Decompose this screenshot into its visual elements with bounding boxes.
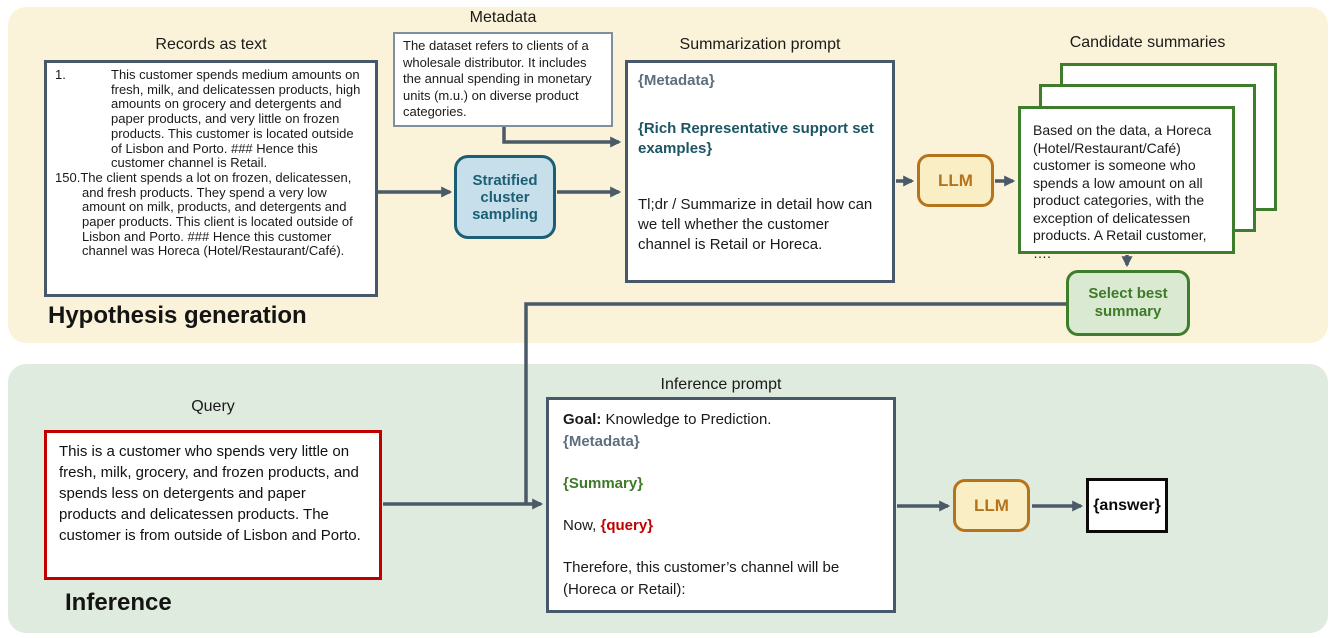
select-best-label: Select best summary — [1088, 285, 1168, 320]
summarization-instruction: Tl;dr / Summarize in detail how can we t… — [638, 196, 873, 253]
arrow-metadata-to-summarization — [502, 126, 622, 148]
record-text: The client spends a lot on frozen, delic… — [80, 169, 353, 259]
metadata-box: The dataset refers to clients of a whole… — [393, 32, 613, 127]
llm-box-hypothesis: LLM — [917, 154, 994, 207]
candidate-summary-text: Based on the data, a Horeca (Hotel/Resta… — [1033, 122, 1212, 261]
llm-box-inference: LLM — [953, 479, 1030, 532]
llm-label: LLM — [938, 170, 973, 190]
records-box: 1. This customer spends medium amounts on… — [44, 60, 378, 297]
hypothesis-section-title: Hypothesis generation — [48, 302, 307, 329]
summarization-prompt-box: {Metadata} {Rich Representative support … — [625, 60, 895, 283]
line-select-to-inference — [524, 302, 1066, 504]
record-number: 150. — [55, 169, 81, 185]
metadata-placeholder: {Metadata} — [638, 72, 715, 89]
goal-text: Knowledge to Prediction. — [601, 411, 772, 428]
support-set-placeholder: {Rich Representative support set example… — [638, 120, 874, 157]
now-line: Now, {query} — [563, 515, 879, 537]
query-title: Query — [191, 398, 235, 415]
stratified-cluster-sampling-box: Stratified cluster sampling — [454, 155, 556, 239]
select-best-summary-box: Select best summary — [1066, 270, 1190, 336]
metadata-title: Metadata — [469, 9, 537, 26]
query-text: This is a customer who spends very littl… — [59, 443, 361, 544]
goal-label: Goal: — [563, 411, 602, 428]
conclusion-text: Therefore, this customer’s channel will … — [563, 559, 840, 598]
record-number: 1. — [55, 67, 66, 82]
inference-section-title: Inference — [65, 589, 172, 616]
answer-label: {answer} — [1093, 496, 1161, 514]
candidate-summaries-title: Candidate summaries — [1069, 34, 1226, 51]
candidate-summary-card-front: Based on the data, a Horeca (Hotel/Resta… — [1018, 106, 1235, 261]
goal-line: Goal: Knowledge to Prediction. — [563, 409, 879, 431]
metadata-placeholder: {Metadata} — [563, 433, 640, 450]
llm-label: LLM — [974, 495, 1009, 515]
record-text: This customer spends medium amounts on f… — [111, 67, 361, 171]
summary-placeholder: {Summary} — [563, 475, 644, 492]
query-box: This is a customer who spends very littl… — [44, 430, 382, 580]
metadata-text: The dataset refers to clients of a whole… — [403, 38, 592, 119]
answer-box: {answer} — [1086, 478, 1168, 533]
summarization-prompt-title: Summarization prompt — [679, 36, 841, 53]
inference-prompt-box: Goal: Knowledge to Prediction. {Metadata… — [546, 397, 896, 613]
record-item: 150.The client spends a lot on frozen, d… — [55, 169, 367, 259]
query-placeholder: {query} — [600, 517, 654, 534]
inference-prompt-title: Inference prompt — [660, 376, 782, 393]
record-item: 1. This customer spends medium amounts on… — [55, 67, 367, 171]
sampling-label: Stratified cluster sampling — [472, 171, 538, 223]
now-prefix: Now, — [563, 517, 601, 534]
records-title: Records as text — [155, 36, 267, 53]
